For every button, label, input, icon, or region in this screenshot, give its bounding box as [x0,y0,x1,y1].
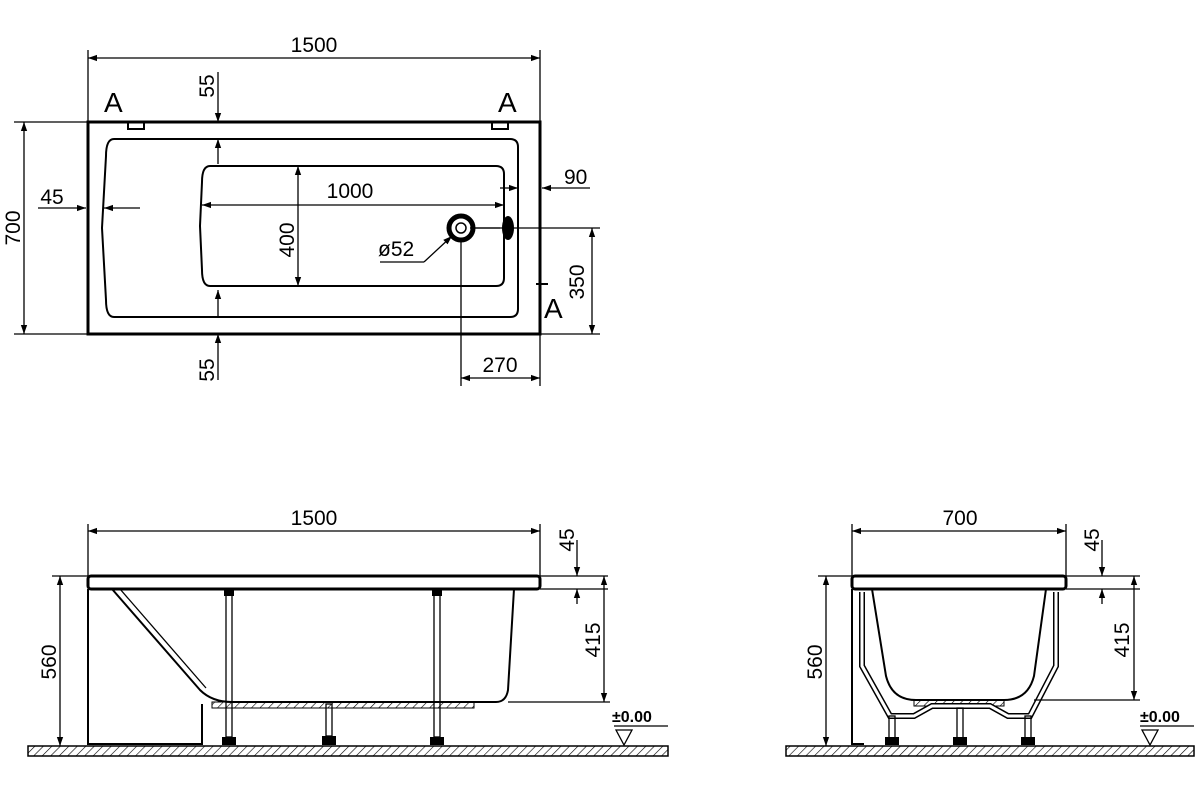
side-rim-dim: 45 [1081,528,1104,551]
side-view: 700 560 45 415 ±0.00 [785,507,1195,757]
section-label-a-bottom: A [544,293,563,324]
section-label-a-right: A [498,87,517,118]
front-view: 1500 560 45 415 ±0.00 [27,507,669,757]
front-rim [86,574,542,591]
side-width-dim: 700 [942,507,977,530]
plan-length-dim: 1500 [291,34,338,57]
front-height-dim: 560 [38,644,61,679]
rim-bottom-dim: 55 [196,358,219,381]
front-leg-right [433,588,441,738]
floor-hatch [27,745,669,757]
front-drain-leg [325,703,333,737]
seat-length-dim: 1000 [327,180,374,203]
support-frame [859,592,1059,719]
front-rim-dim: 45 [556,528,579,551]
side-depth-dim: 415 [1111,622,1134,657]
section-mark-right [491,121,509,130]
side-floor-hatch [785,745,1195,757]
drain-diameter-dim: ø52 [378,238,414,261]
side-floor-level: ±0.00 [1140,709,1180,726]
bottom-outline [198,165,505,287]
rim-side-dim: 45 [40,186,63,209]
section-mark-left [127,121,145,130]
plan-view: A A A 1500 700 55 55 45 10 [2,34,600,386]
seat-width-dim: 400 [276,222,299,257]
section-label-a-left: A [104,87,123,118]
drain-offset-y-dim: 350 [566,264,589,299]
plan-width-dim: 700 [2,210,25,245]
level-triangle-icon [614,729,634,747]
front-leg-left [225,588,233,738]
rim-top-dim: 55 [196,74,219,97]
drain-offset-x-dim: 270 [482,354,517,377]
drain-icon [446,213,476,243]
basin-outline [100,138,519,318]
side-basin [871,588,1047,701]
front-floor-level: ±0.00 [612,709,652,726]
side-level-triangle-icon [1140,729,1160,747]
overflow-offset-dim: 90 [564,166,587,189]
front-basin [111,588,515,703]
side-rim [850,574,1068,591]
front-length-dim: 1500 [291,507,338,530]
side-height-dim: 560 [804,644,827,679]
front-depth-dim: 415 [582,622,605,657]
